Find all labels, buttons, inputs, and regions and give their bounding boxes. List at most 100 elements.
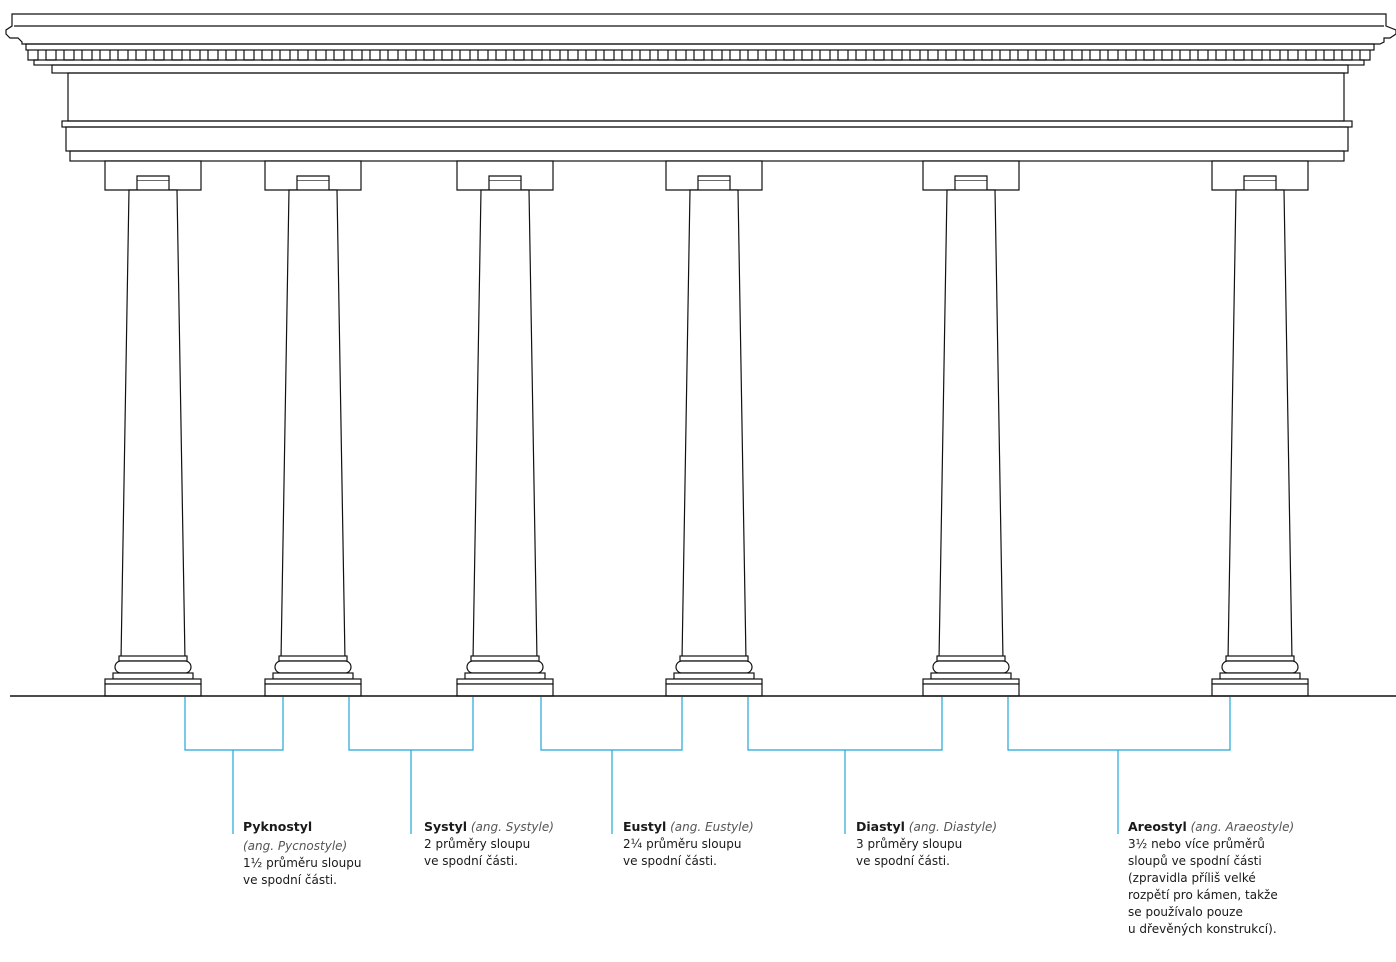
dentil	[297, 50, 309, 61]
label-pyknostyl-detail: (ang. Pycnostyle) 1½ průměru sloupu ve s…	[243, 838, 361, 889]
dentil	[711, 50, 723, 61]
dentil	[1017, 50, 1029, 61]
dentil	[225, 50, 237, 61]
base-fillet	[1225, 655, 1295, 662]
base-torus	[675, 660, 753, 674]
label-description: 2¼ průměru sloupu ve spodní části.	[623, 837, 742, 868]
dentil	[63, 50, 75, 61]
label-pyknostyl: Pyknostyl	[243, 818, 312, 836]
plinth	[456, 683, 554, 697]
label-alt-name: (ang. Systyle)	[470, 820, 554, 834]
spacing-bracket	[1007, 697, 1231, 751]
dentil	[1215, 50, 1227, 61]
dentil	[279, 50, 291, 61]
dentil	[99, 50, 111, 61]
dentil	[135, 50, 147, 61]
dentil	[945, 50, 957, 61]
dentil	[1125, 50, 1137, 61]
dentil	[999, 50, 1011, 61]
dentil	[81, 50, 93, 61]
base-scotia	[930, 672, 1012, 680]
base-torus	[114, 660, 192, 674]
dentil	[585, 50, 597, 61]
dentil	[1323, 50, 1335, 61]
dentil	[981, 50, 993, 61]
column	[922, 160, 1020, 697]
label-diastyl: Diastyl (ang. Diastyle) 3 průměry sloupu…	[856, 818, 997, 870]
dentil	[1251, 50, 1263, 61]
column	[1211, 160, 1309, 697]
base-scotia	[112, 672, 194, 680]
dentil-band-top	[25, 43, 1375, 51]
spacing-bracket	[540, 697, 683, 751]
columns	[104, 160, 1309, 697]
architrave-upper	[65, 126, 1349, 152]
label-title: Eustyl	[623, 819, 667, 834]
label-description: 2 průměry sloupu ve spodní části.	[424, 837, 531, 868]
dentil	[441, 50, 453, 61]
label-description: 1½ průměru sloupu ve spodní části.	[243, 856, 362, 887]
dentil	[1359, 50, 1371, 61]
label-description: 3 průměry sloupu ve spodní části.	[856, 837, 963, 868]
dentil	[603, 50, 615, 61]
label-title: Pyknostyl	[243, 819, 313, 834]
dentil	[171, 50, 183, 61]
architrave-lower	[69, 150, 1345, 162]
plinth-upper	[922, 678, 1020, 685]
plinth-upper	[104, 678, 202, 685]
dentil	[369, 50, 381, 61]
dentil	[1035, 50, 1047, 61]
dentil	[1089, 50, 1101, 61]
dentil	[1341, 50, 1353, 61]
base-torus	[466, 660, 544, 674]
dentil	[117, 50, 129, 61]
dentil-band-bottom	[33, 59, 1365, 66]
plinth	[1211, 683, 1309, 697]
base-torus	[1221, 660, 1299, 674]
base-fillet	[470, 655, 540, 662]
dentil	[855, 50, 867, 61]
spacing-brackets	[184, 697, 1231, 834]
base-fillet	[679, 655, 749, 662]
base-fillet	[118, 655, 188, 662]
column-shaft	[472, 189, 538, 661]
dentil	[675, 50, 687, 61]
dentil	[639, 50, 651, 61]
label-title: Systyl	[424, 819, 467, 834]
dentil	[27, 50, 39, 61]
base-scotia	[673, 672, 755, 680]
capital-echinus	[1243, 175, 1277, 180]
dentil	[549, 50, 561, 61]
dentil	[1071, 50, 1083, 61]
dentil	[621, 50, 633, 61]
cornice-bed-moulding	[51, 64, 1349, 74]
dentil	[459, 50, 471, 61]
dentil	[837, 50, 849, 61]
dentil	[783, 50, 795, 61]
column	[104, 160, 202, 697]
column-shaft	[120, 189, 186, 661]
dentil	[315, 50, 327, 61]
dentil	[1287, 50, 1299, 61]
entablature	[5, 13, 1396, 162]
label-alt-name: (ang. Pycnostyle)	[243, 839, 348, 853]
dentil	[243, 50, 255, 61]
dentil	[819, 50, 831, 61]
dentil	[495, 50, 507, 61]
column-shaft	[681, 189, 747, 661]
label-title: Diastyl	[856, 819, 905, 834]
dentil	[531, 50, 543, 61]
cornice	[5, 13, 1396, 45]
capital-echinus	[488, 175, 522, 180]
dentil	[333, 50, 345, 61]
dentil	[1161, 50, 1173, 61]
dentil	[1143, 50, 1155, 61]
capital-echinus	[954, 175, 988, 180]
dentil	[1269, 50, 1281, 61]
plinth	[104, 683, 202, 697]
label-areostyl: Areostyl (ang. Araeostyle) 3½ nebo více …	[1128, 818, 1294, 938]
dentil	[45, 50, 57, 61]
dentil	[747, 50, 759, 61]
dentil	[405, 50, 417, 61]
